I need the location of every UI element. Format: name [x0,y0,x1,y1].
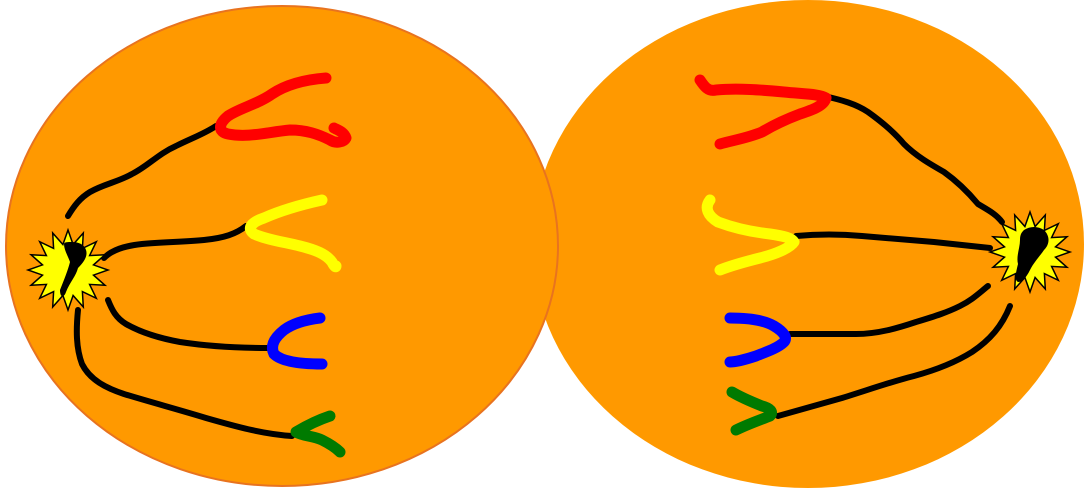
right-centrosome [990,212,1070,292]
left-centrosome [28,230,108,310]
